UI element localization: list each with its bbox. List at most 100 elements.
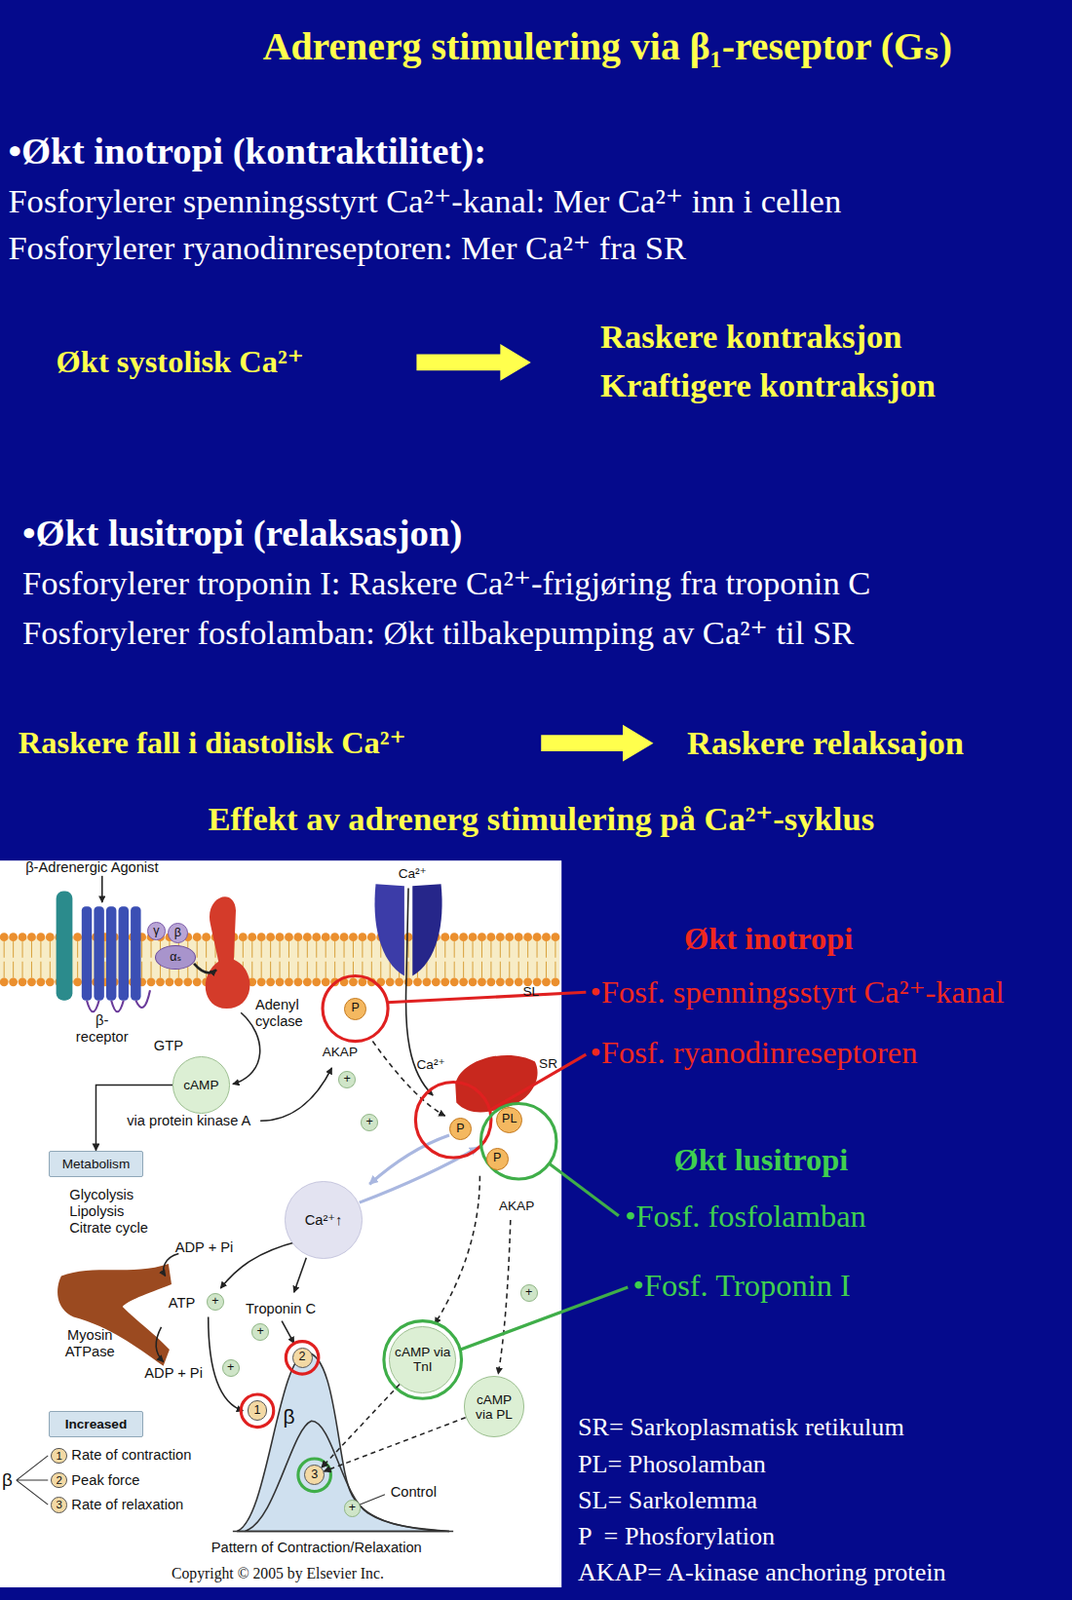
slide-text: Økt systolisk Ca²⁺ [56,344,305,381]
lipid-tail [499,941,501,958]
lipid-head [147,977,156,987]
figure-label: Control [390,1484,437,1501]
figure-label: Glycolysis Lipolysis Citrate cycle [69,1186,167,1237]
lipid-tail [297,961,299,979]
lipid-tail [39,961,41,979]
slide-text: Fosforylerer fosfolamban: Økt tilbakepum… [22,613,854,653]
atp-cycle-arrow [155,1327,163,1363]
figure-label: β-Adrenergic Agonist [25,859,158,877]
red-ring [322,976,388,1042]
lipid-head [27,977,37,987]
slide-text: •Økt lusitropi (relaksasjon) [22,511,462,556]
lipid-tail [344,961,345,979]
lipid-head [165,977,175,987]
red-ring [240,1394,274,1428]
atp-to-rate-arrow [208,1316,244,1411]
agonist-arrow [101,876,104,903]
receptor-loop [86,990,151,1012]
connector-arrow [321,1384,400,1469]
figure-circle: + [206,1293,225,1311]
lipid-tail [39,941,41,958]
figure-circle: P [449,1117,472,1141]
lipid-tail [454,941,456,958]
figure-circle: PL [496,1107,523,1134]
lipid-head [468,977,478,987]
lipid-head [45,932,55,942]
lipid-head [192,932,202,942]
lipid-head [367,932,377,942]
lipid-head [477,977,487,987]
dashed-link [497,1220,511,1375]
node-text: 1 [56,1450,63,1463]
figure-circle: β [167,922,189,944]
slide-text: •Fosf. fosfolamban [624,1198,867,1235]
lipid-tail [279,941,281,958]
lipid-tail [261,961,263,979]
lipid-tail [205,941,207,958]
lipid-head [257,932,267,942]
lipid-tail [380,961,382,979]
figure-circle: 2 [292,1347,313,1369]
lipid-head [192,977,202,987]
lipid-head [266,977,275,987]
dashed-link [434,1176,480,1325]
figure-box: Metabolism [48,1150,143,1178]
lipid-head [541,977,551,987]
lipid-tail [269,961,271,979]
lipid-head [311,977,321,987]
ca-channel [412,883,442,976]
lipid-head [487,932,497,942]
lipid-head [275,932,285,942]
figure-label: Adenyl cyclase [255,996,315,1031]
lipid-head [496,932,505,942]
figure-circle: + [251,1323,269,1341]
lipid-head [27,932,37,942]
lipid-tail [481,961,483,979]
atp-cycle-arrow [163,1253,180,1276]
lipid-tail [435,961,437,979]
lipid-tail [536,961,538,979]
lipid-tail [425,961,427,979]
figure-label: GTP [153,1037,184,1055]
lipid-head [385,977,395,987]
figure-circle: 3 [50,1496,68,1514]
slide-title: Adrenerg stimulering via β₁-reseptor (Gₛ… [263,25,953,71]
lipid-head [0,977,9,987]
lipid-tail [325,961,327,979]
lipid-tail [545,941,547,958]
lipid-tail [49,941,51,958]
figure-label: Ca²⁺ [398,866,427,882]
lipid-head [183,977,192,987]
lipid-tail [490,941,492,958]
lipid-tail [508,941,510,958]
ca-to-tnc-arrow [294,1258,307,1294]
lipid-tail [31,961,33,979]
node-text: PL [501,1112,517,1127]
node-text: β [174,926,182,941]
lipid-head [257,977,267,987]
figure-circle: P [344,997,367,1021]
lipid-tail [462,961,464,979]
slide-text: •Fosf. Troponin I [633,1267,851,1304]
lipid-head [523,932,533,942]
figure-circle: γ [147,921,166,941]
block-arrow [540,725,653,763]
lipid-head [18,932,28,942]
lipid-head [504,977,514,987]
lipid-tail [315,961,317,979]
lipid-tail [104,941,106,958]
leader-line [489,1054,587,1111]
figure-panel [0,860,562,1588]
pka-dashed [372,1041,445,1116]
lipid-head [431,977,441,987]
node-text: + [525,1286,533,1301]
lipid-head [551,932,561,942]
lipid-tail [371,961,373,979]
lipid-tail [508,961,510,979]
figure-label: AKAP [498,1198,535,1215]
lipid-head [404,977,414,987]
slide-text: AKAP= A-kinase anchoring protein [577,1558,947,1588]
figure-label: Peak force [71,1472,140,1490]
lipid-tail [196,961,198,979]
node-text: + [211,1295,219,1309]
